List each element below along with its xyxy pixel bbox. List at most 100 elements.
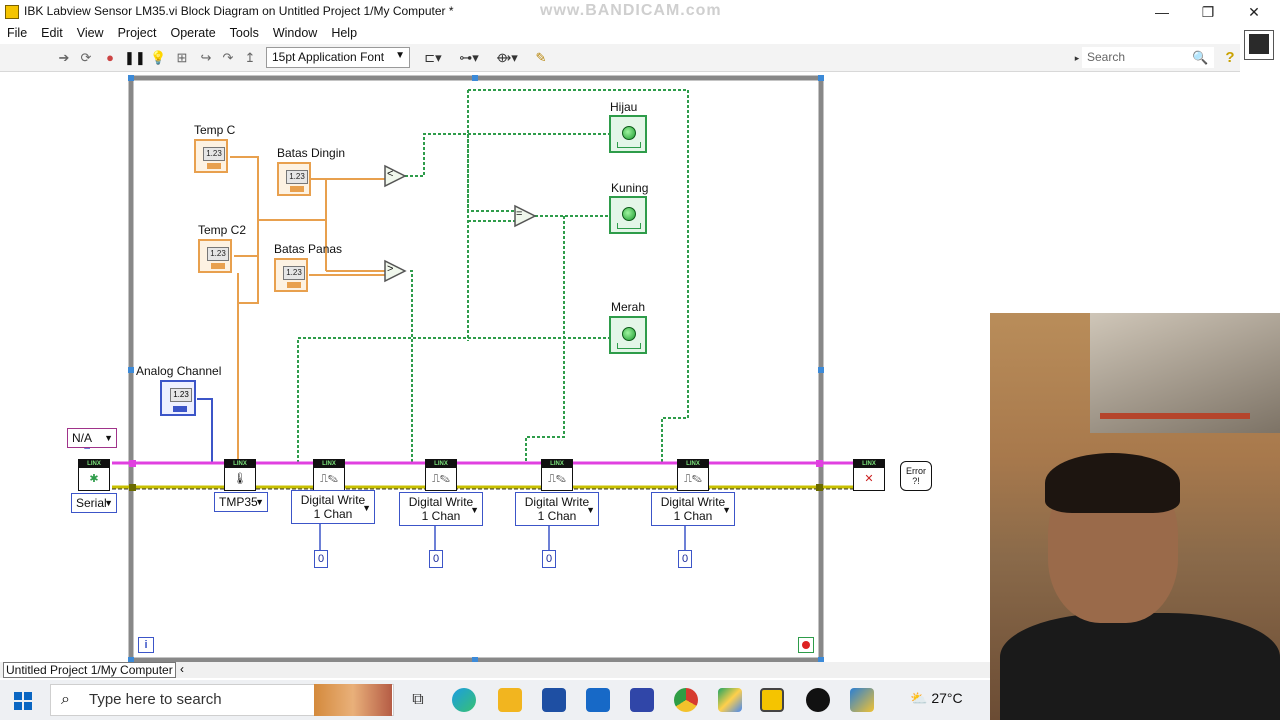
temp-c2-terminal[interactable]: 1.23 (198, 239, 232, 273)
search-highlight-image (314, 684, 392, 716)
chrome-icon[interactable] (674, 688, 698, 712)
step-over-icon[interactable]: ↷ (222, 50, 234, 65)
linx-digital-write-node-1[interactable]: LINX⎍✎ (313, 459, 345, 491)
linx-header: LINX (678, 460, 708, 468)
while-loop-border (128, 75, 824, 663)
font-select[interactable]: 15pt Application Font ▼ (266, 47, 410, 68)
store-icon[interactable] (542, 688, 566, 712)
minimize-button[interactable]: — (1155, 4, 1169, 20)
less-than-node[interactable]: < (387, 168, 394, 180)
restore-button[interactable]: ❐ (1201, 4, 1215, 20)
mail-icon[interactable] (586, 688, 610, 712)
pause-icon[interactable]: ❚❚ (124, 50, 146, 65)
menu-tools[interactable]: Tools (229, 26, 259, 40)
app-icon[interactable] (630, 688, 654, 712)
analog-channel-value: 1.23 (170, 388, 192, 402)
edge-icon[interactable] (452, 688, 476, 712)
reorder-icon[interactable]: ⟴▾ (496, 50, 518, 65)
channel-constant-3[interactable]: 0 (542, 550, 556, 568)
error-handler-node[interactable]: Error?! (900, 461, 932, 491)
temp-c-type (207, 163, 221, 169)
chevron-down-icon: ▼ (362, 503, 371, 513)
menu-file[interactable]: File (7, 26, 28, 40)
sensor-selector[interactable]: TMP35 ▼ (214, 492, 268, 512)
digital-write-chan: 1 Chan (673, 509, 713, 523)
task-view-icon[interactable]: ⧉ (412, 691, 424, 708)
vi-icon-image (1249, 34, 1269, 54)
batas-dingin-terminal[interactable]: 1.23 (277, 162, 311, 196)
linx-open-node[interactable]: LINX✱ (78, 459, 110, 491)
menu-edit[interactable]: Edit (41, 26, 63, 40)
run-arrow-icon[interactable]: ➔ (58, 50, 70, 65)
menu-help[interactable]: Help (331, 26, 358, 40)
distribute-objects-icon[interactable]: ⊶▾ (459, 50, 479, 65)
digital-write-chan: 1 Chan (421, 509, 461, 523)
chevron-down-icon: ▼ (470, 505, 479, 515)
stop-icon (802, 641, 810, 649)
font-select-value: 15pt Application Font (272, 50, 385, 64)
step-out-icon[interactable]: ↥ (244, 50, 256, 65)
iteration-terminal[interactable]: i (138, 637, 154, 653)
linx-digital-write-node-3[interactable]: LINX⎍✎ (541, 459, 573, 491)
merah-led[interactable] (609, 316, 647, 354)
analog-channel-terminal[interactable]: 1.23 (160, 380, 196, 416)
retain-wire-values-icon[interactable]: ⊞ (176, 50, 188, 65)
diagram-wires (84, 75, 860, 663)
weather-widget[interactable]: ⛅ 27°C (910, 690, 963, 707)
windows-start-icon[interactable] (14, 692, 32, 710)
abort-icon[interactable]: ● (106, 50, 114, 65)
kuning-led[interactable] (609, 196, 647, 234)
batas-panas-terminal[interactable]: 1.23 (274, 258, 308, 292)
serial-selector[interactable]: Serial ▼ (71, 493, 117, 513)
loop-condition-terminal[interactable] (798, 637, 814, 653)
equal-node[interactable]: = (516, 208, 523, 220)
toolbar: ➔ ⟳ ● ❚❚ 💡 ⊞ ↪ ↷ ↥ 15pt Application Font… (0, 44, 1240, 72)
visa-resource-constant[interactable]: N/A ▼ (67, 428, 117, 448)
menu-project[interactable]: Project (117, 26, 157, 40)
clean-up-diagram-icon[interactable]: ✎ (535, 50, 547, 65)
project-tab[interactable]: Untitled Project 1/My Computer (3, 662, 176, 678)
temp-c-terminal[interactable]: 1.23 (194, 139, 228, 173)
file-explorer-icon[interactable] (498, 688, 522, 712)
labview-icon[interactable] (760, 688, 784, 712)
menu-view[interactable]: View (76, 26, 104, 40)
photos-icon[interactable] (850, 688, 874, 712)
close-button[interactable]: ✕ (1248, 4, 1260, 20)
block-diagram-canvas[interactable]: Temp C 1.23 Temp C2 1.23 Batas Dingin 1.… (0, 73, 990, 663)
search-icon[interactable]: 🔍 (1192, 50, 1209, 65)
highlight-execution-icon[interactable]: 💡 (150, 50, 167, 65)
linx-tmp35-node[interactable]: LINX🌡 (224, 459, 256, 491)
kuning-label: Kuning (611, 181, 649, 195)
align-objects-icon[interactable]: ⊏▾ (424, 50, 442, 65)
hijau-label: Hijau (610, 100, 638, 114)
greater-than-node[interactable]: > (387, 263, 394, 275)
channel-constant-1[interactable]: 0 (314, 550, 328, 568)
serial-selector-value: Serial (76, 496, 107, 510)
linx-close-node[interactable]: LINX✕ (853, 459, 885, 491)
bandicam-icon[interactable] (806, 688, 830, 712)
linx-digital-write-node-2[interactable]: LINX⎍✎ (425, 459, 457, 491)
hijau-led[interactable] (609, 115, 647, 153)
linx-header: LINX (542, 460, 572, 468)
menu-operate[interactable]: Operate (170, 26, 216, 40)
temp-c-value: 1.23 (203, 147, 225, 161)
run-continuously-icon[interactable]: ⟳ (80, 50, 92, 65)
led-light-icon (622, 327, 636, 341)
linx-digital-write-node-4[interactable]: LINX⎍✎ (677, 459, 709, 491)
channel-constant-4[interactable]: 0 (678, 550, 692, 568)
step-into-icon[interactable]: ↪ (200, 50, 212, 65)
vi-icon[interactable] (1244, 30, 1274, 60)
search-input[interactable]: Search (1082, 47, 1214, 68)
search-expand-icon[interactable]: ▸ (1074, 53, 1080, 63)
temp-c2-label: Temp C2 (198, 223, 247, 237)
drive-icon[interactable] (718, 688, 742, 712)
batas-dingin-type (290, 186, 304, 192)
menu-window[interactable]: Window (272, 26, 318, 40)
chevron-left-icon[interactable]: ‹ (180, 662, 184, 676)
channel-constant-2[interactable]: 0 (429, 550, 443, 568)
context-help-icon[interactable]: ? (1225, 49, 1235, 66)
